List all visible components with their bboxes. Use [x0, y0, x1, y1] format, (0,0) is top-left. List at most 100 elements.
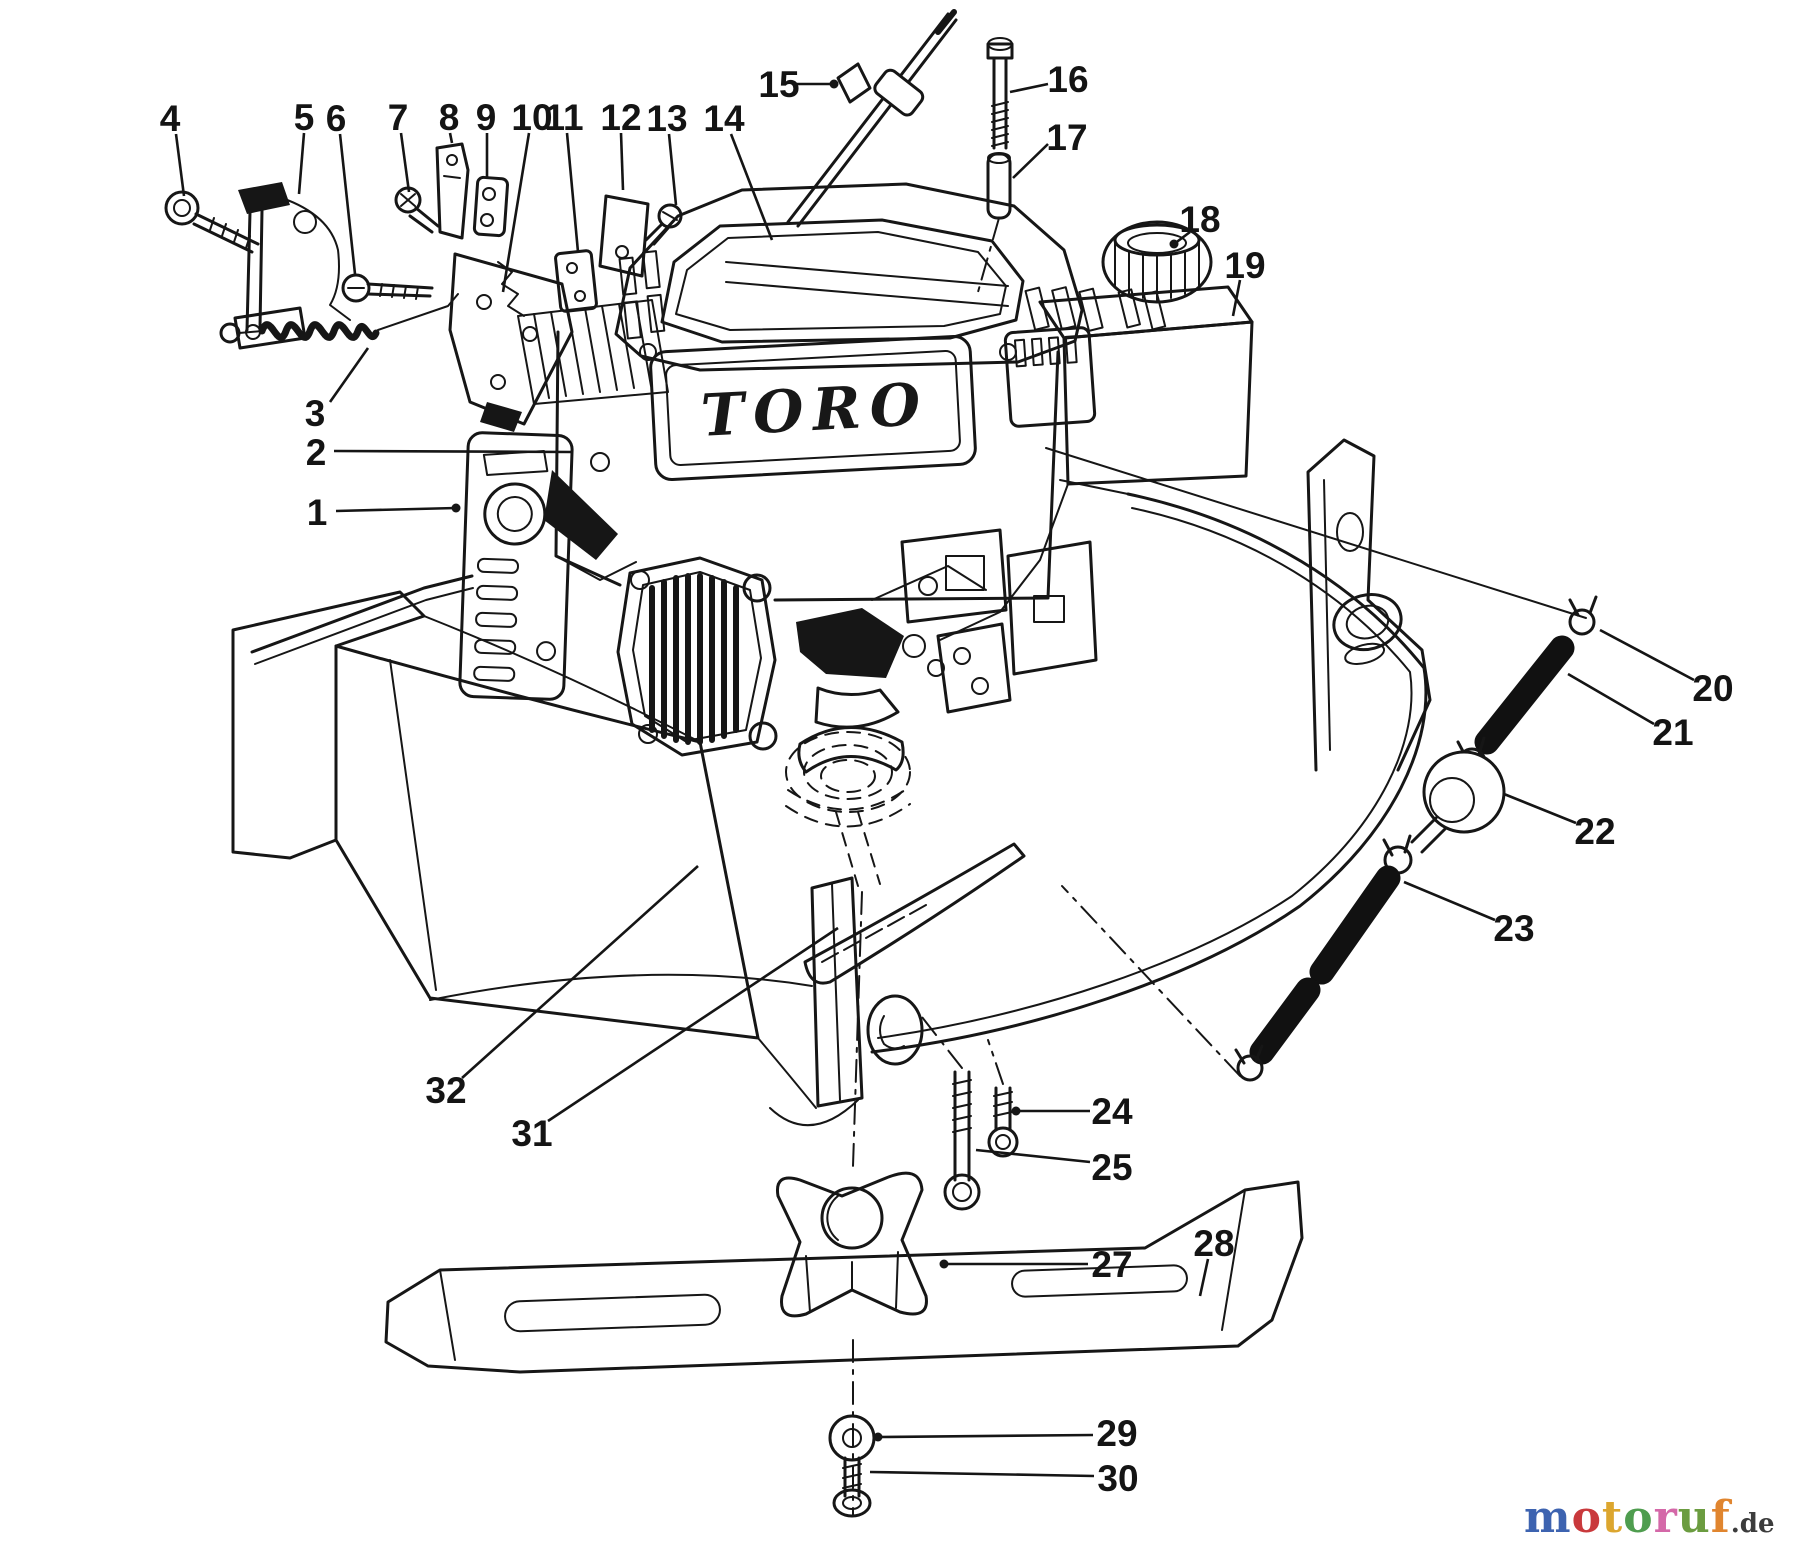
callout-32-label: 32 — [425, 1070, 466, 1111]
callout-6-label: 6 — [326, 98, 347, 139]
gas-cap — [1101, 220, 1213, 304]
toro-logo-plate: TORO — [649, 335, 977, 481]
callout-9-label: 9 — [476, 97, 497, 138]
vent-grill — [517, 299, 669, 405]
callout-2-label: 2 — [306, 432, 327, 473]
watermark-letter: f — [1710, 1492, 1731, 1543]
callout-8-leader — [448, 132, 454, 144]
callout-31-label: 31 — [511, 1113, 552, 1154]
hose-clamp-end — [1234, 1044, 1264, 1082]
callout-18-label: 18 — [1179, 199, 1220, 240]
callout-22-leader — [1503, 792, 1577, 825]
blade-adapter-27 — [775, 1171, 928, 1318]
crankshaft-pulley — [785, 726, 911, 1167]
callout-10-label: 10 — [511, 97, 552, 138]
screw-part13 — [644, 203, 683, 246]
hose-clamp-low — [1382, 834, 1413, 875]
engine-assembly: TORO — [458, 182, 1254, 1167]
deck-bolts — [917, 1011, 1019, 1211]
watermark-letter: t — [1601, 1492, 1624, 1543]
callout-31-leader — [547, 926, 839, 1123]
callout-20-leader — [1599, 628, 1695, 682]
throttle-hardware-cluster — [164, 142, 683, 432]
fuel-filter-22 — [1410, 750, 1506, 854]
callout-21-label: 21 — [1652, 712, 1693, 753]
callout-5-label: 5 — [294, 97, 315, 138]
callout-13-leader — [667, 133, 678, 206]
watermark-letter: u — [1677, 1492, 1711, 1543]
screw-part7 — [394, 186, 440, 234]
mount-bracket-part10 — [448, 252, 574, 432]
air-cleaner-cover — [614, 182, 1167, 372]
callout-30-leader — [869, 1470, 1095, 1478]
bolt-part4 — [164, 190, 260, 254]
callout-10-leader — [501, 132, 531, 293]
watermark-letter: r — [1653, 1492, 1678, 1543]
watermark-word: motoruf — [1524, 1492, 1731, 1543]
callout-7-leader — [399, 132, 411, 193]
engine-shroud: TORO — [517, 299, 1069, 641]
callout-7-label: 7 — [388, 97, 409, 138]
callout-12-leader — [619, 132, 625, 191]
callout-30-label: 30 — [1097, 1458, 1138, 1499]
callout-16-label: 16 — [1047, 59, 1088, 100]
fuel-hose-23b — [1249, 977, 1321, 1065]
carburetor-cluster — [796, 528, 1098, 729]
cylinder-fins — [616, 556, 778, 757]
callout-18-dot — [1169, 239, 1179, 249]
callout-27-label: 27 — [1091, 1244, 1132, 1285]
callout-25-leader — [975, 1148, 1091, 1164]
callout-24-label: 24 — [1091, 1091, 1133, 1132]
callout-23-label: 23 — [1493, 908, 1534, 949]
callout-29-leader — [877, 1433, 1094, 1439]
bolt-24-short — [987, 1039, 1019, 1158]
callout-14-label: 14 — [703, 98, 745, 139]
plate-part12 — [598, 194, 650, 278]
watermark-letter: m — [1524, 1492, 1572, 1543]
watermark-letter: o — [1571, 1492, 1602, 1543]
callout-32-leader — [461, 865, 699, 1079]
bolt-25-long — [917, 1011, 981, 1211]
callout-1-leader — [335, 506, 457, 513]
callout-5-leader — [297, 132, 306, 195]
hose-clamp-20 — [1568, 595, 1598, 636]
bracket-part8 — [435, 142, 470, 240]
callout-29-dot — [873, 1432, 883, 1442]
callout-11-label: 11 — [544, 97, 583, 138]
callout-22-label: 22 — [1574, 811, 1615, 852]
side-panel — [458, 431, 574, 701]
callout-28-label: 28 — [1193, 1223, 1234, 1264]
callout-6-leader — [338, 133, 357, 275]
callout-17-leader — [1012, 143, 1049, 179]
callout-16-leader — [1009, 82, 1049, 94]
blade-28 — [384, 1180, 1304, 1374]
rear-bracket — [1306, 438, 1432, 772]
callout-29-label: 29 — [1096, 1413, 1137, 1454]
callout-27-dot — [939, 1259, 949, 1269]
fuel-tank — [1003, 285, 1254, 486]
callout-17-label: 17 — [1046, 117, 1087, 158]
engine-brand-text: TORO — [699, 370, 931, 450]
callout-14-leader — [729, 133, 774, 241]
fuel-line-assembly — [1045, 447, 1598, 1082]
watermark-suffix: .de — [1730, 1509, 1775, 1539]
callout-4-leader — [174, 133, 186, 197]
watermark-motoruf: motoruf.de — [1524, 1492, 1794, 1544]
callout-2-leader — [333, 449, 573, 454]
callout-20-label: 20 — [1692, 668, 1733, 709]
callout-11-leader — [565, 132, 580, 253]
callout-19-leader — [1231, 279, 1242, 317]
callout-15-dot — [829, 79, 839, 89]
fuel-hose-23 — [1309, 865, 1401, 985]
callout-1-dot — [451, 503, 461, 513]
callout-23-leader — [1403, 880, 1496, 922]
callout-3-leader — [328, 347, 370, 403]
callout-25-label: 25 — [1091, 1147, 1132, 1188]
engine-mount-bolt-16-17 — [977, 37, 1014, 293]
callout-4-label: 4 — [160, 98, 181, 139]
spacer-block-part9 — [472, 175, 510, 238]
callout-13-label: 13 — [646, 98, 687, 139]
